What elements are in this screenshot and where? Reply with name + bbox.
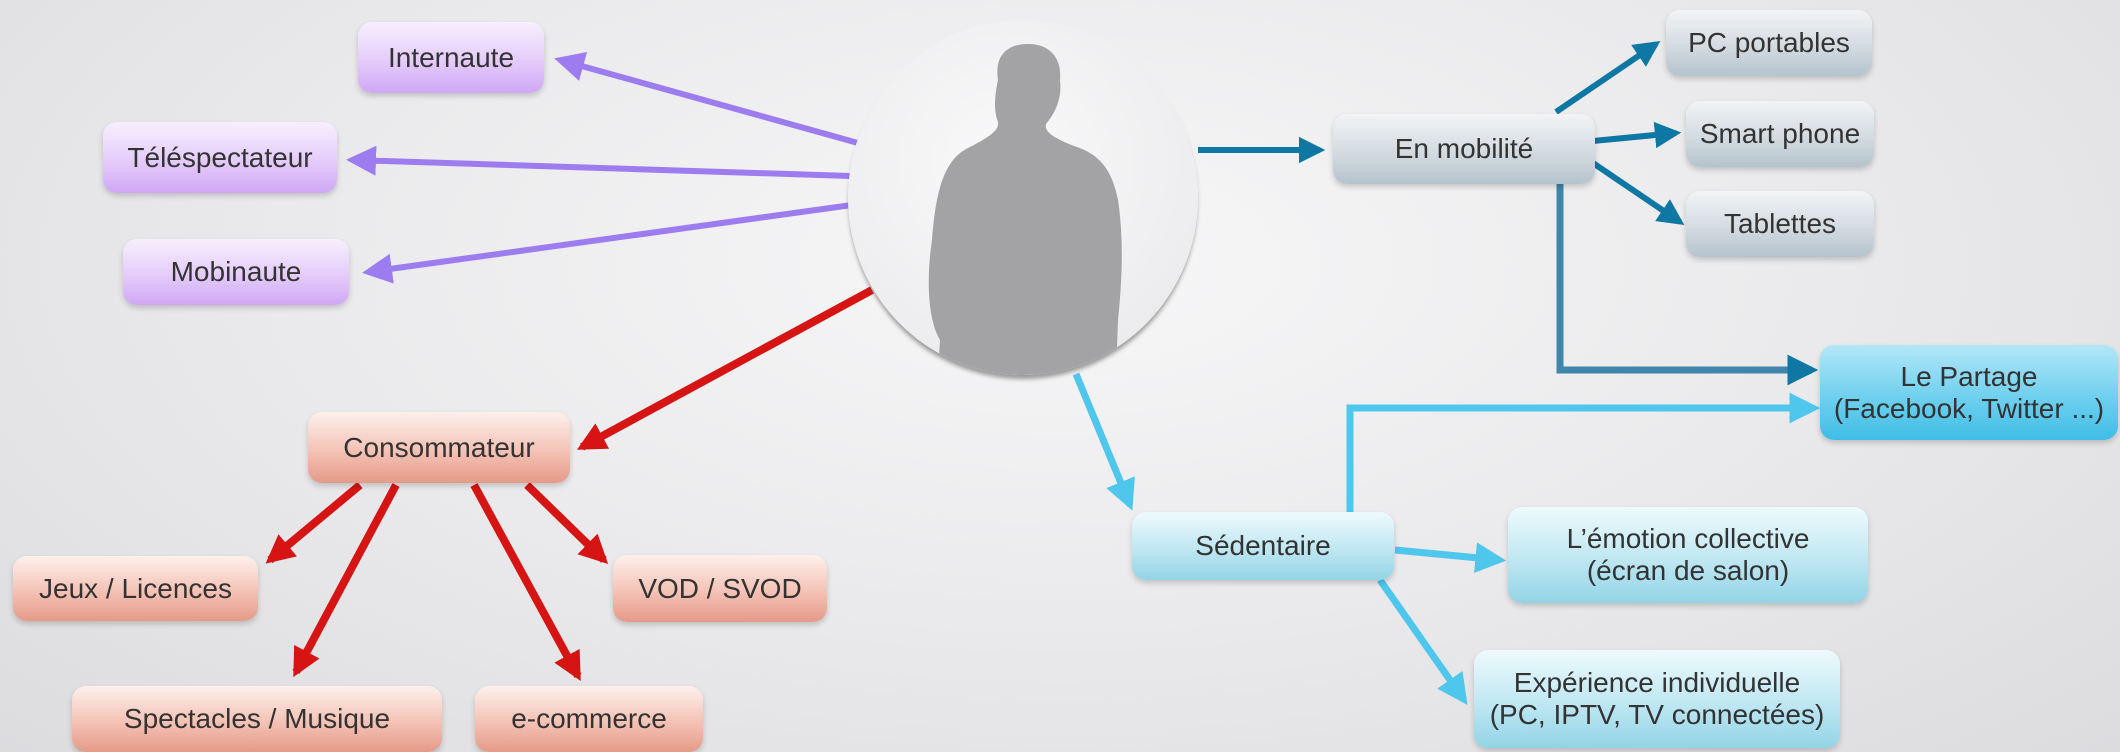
edge-ecommerce bbox=[470, 483, 582, 682]
edge-partage-sedentaire bbox=[1346, 392, 1821, 512]
node-partage-subtitle: (Facebook, Twitter ...) bbox=[1833, 392, 2105, 424]
edge-jeux bbox=[265, 481, 363, 564]
node-telespectateur: Téléspectateur bbox=[103, 122, 337, 193]
node-tablettes: Tablettes bbox=[1686, 191, 1874, 257]
node-smartphone: Smart phone bbox=[1686, 101, 1874, 167]
node-vod: VOD / SVOD bbox=[613, 555, 827, 622]
node-pc-portables: PC portables bbox=[1666, 10, 1872, 76]
node-emotion-title: L’émotion collective bbox=[1566, 523, 1810, 554]
node-partage-title: Le Partage bbox=[1900, 360, 2038, 392]
edge-sedentaire bbox=[1072, 372, 1135, 511]
node-mobinaute: Mobinaute bbox=[123, 239, 349, 305]
node-experience: Expérience individuelle (PC, IPTV, TV co… bbox=[1474, 650, 1840, 748]
edge-vod bbox=[524, 482, 609, 565]
node-sedentaire: Sédentaire bbox=[1132, 512, 1394, 580]
edge-experience bbox=[1377, 577, 1468, 706]
edge-smartphone bbox=[1592, 121, 1682, 149]
person-silhouette-icon bbox=[928, 44, 1122, 375]
node-internaute: Internaute bbox=[358, 22, 544, 93]
edge-tablettes bbox=[1591, 160, 1685, 225]
edge-emotion bbox=[1394, 542, 1507, 573]
edge-telespectateur bbox=[346, 145, 851, 179]
center-avatar bbox=[848, 20, 1198, 375]
node-emotion-subtitle: (écran de salon) bbox=[1586, 555, 1790, 586]
node-spectacles: Spectacles / Musique bbox=[72, 686, 442, 752]
edge-internaute bbox=[554, 51, 859, 146]
node-mobilite: En mobilité bbox=[1333, 114, 1595, 184]
node-jeux: Jeux / Licences bbox=[13, 556, 258, 621]
node-consommateur: Consommateur bbox=[308, 412, 570, 483]
edge-partage-mobile bbox=[1556, 182, 1819, 386]
node-experience-subtitle: (PC, IPTV, TV connectées) bbox=[1489, 699, 1825, 730]
edge-spectacles bbox=[292, 483, 400, 678]
edge-consommateur bbox=[576, 286, 874, 451]
node-partage: Le Partage (Facebook, Twitter ...) bbox=[1820, 345, 2118, 440]
edge-pc-portables bbox=[1554, 41, 1661, 115]
edge-mobinaute bbox=[362, 202, 853, 284]
node-ecommerce: e-commerce bbox=[475, 686, 703, 752]
node-experience-title: Expérience individuelle bbox=[1513, 667, 1801, 698]
node-emotion: L’émotion collective (écran de salon) bbox=[1508, 507, 1868, 603]
